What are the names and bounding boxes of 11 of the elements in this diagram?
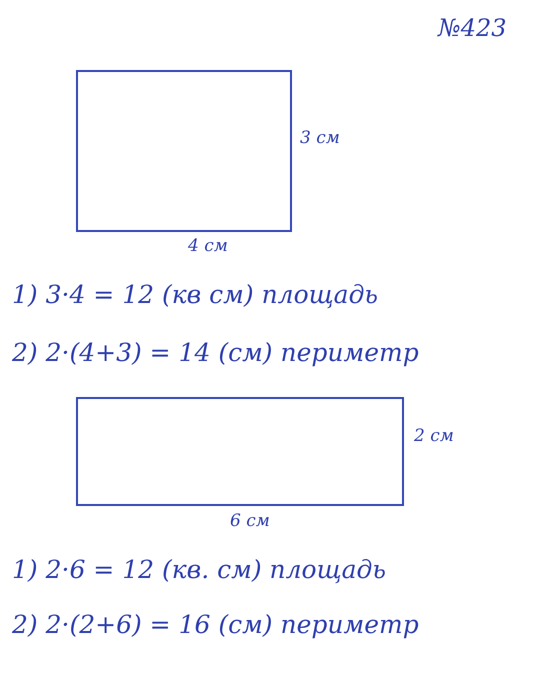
exercise-number: №423 [438, 14, 507, 42]
dimension-label: 3 см [300, 128, 340, 148]
solution-line: 2) 2·(2+6) = 16 (см) периметр [12, 610, 419, 639]
solution-line: 2) 2·(4+3) = 14 (см) периметр [12, 338, 419, 367]
dimension-label: 4 см [188, 236, 228, 256]
dimension-label: 6 см [230, 511, 270, 531]
dimension-label: 2 см [414, 426, 454, 446]
solution-line: 1) 3·4 = 12 (кв см) площадь [12, 280, 378, 309]
rectangle [76, 70, 292, 232]
solution-line: 1) 2·6 = 12 (кв. см) площадь [12, 555, 386, 584]
rectangle [76, 397, 404, 506]
